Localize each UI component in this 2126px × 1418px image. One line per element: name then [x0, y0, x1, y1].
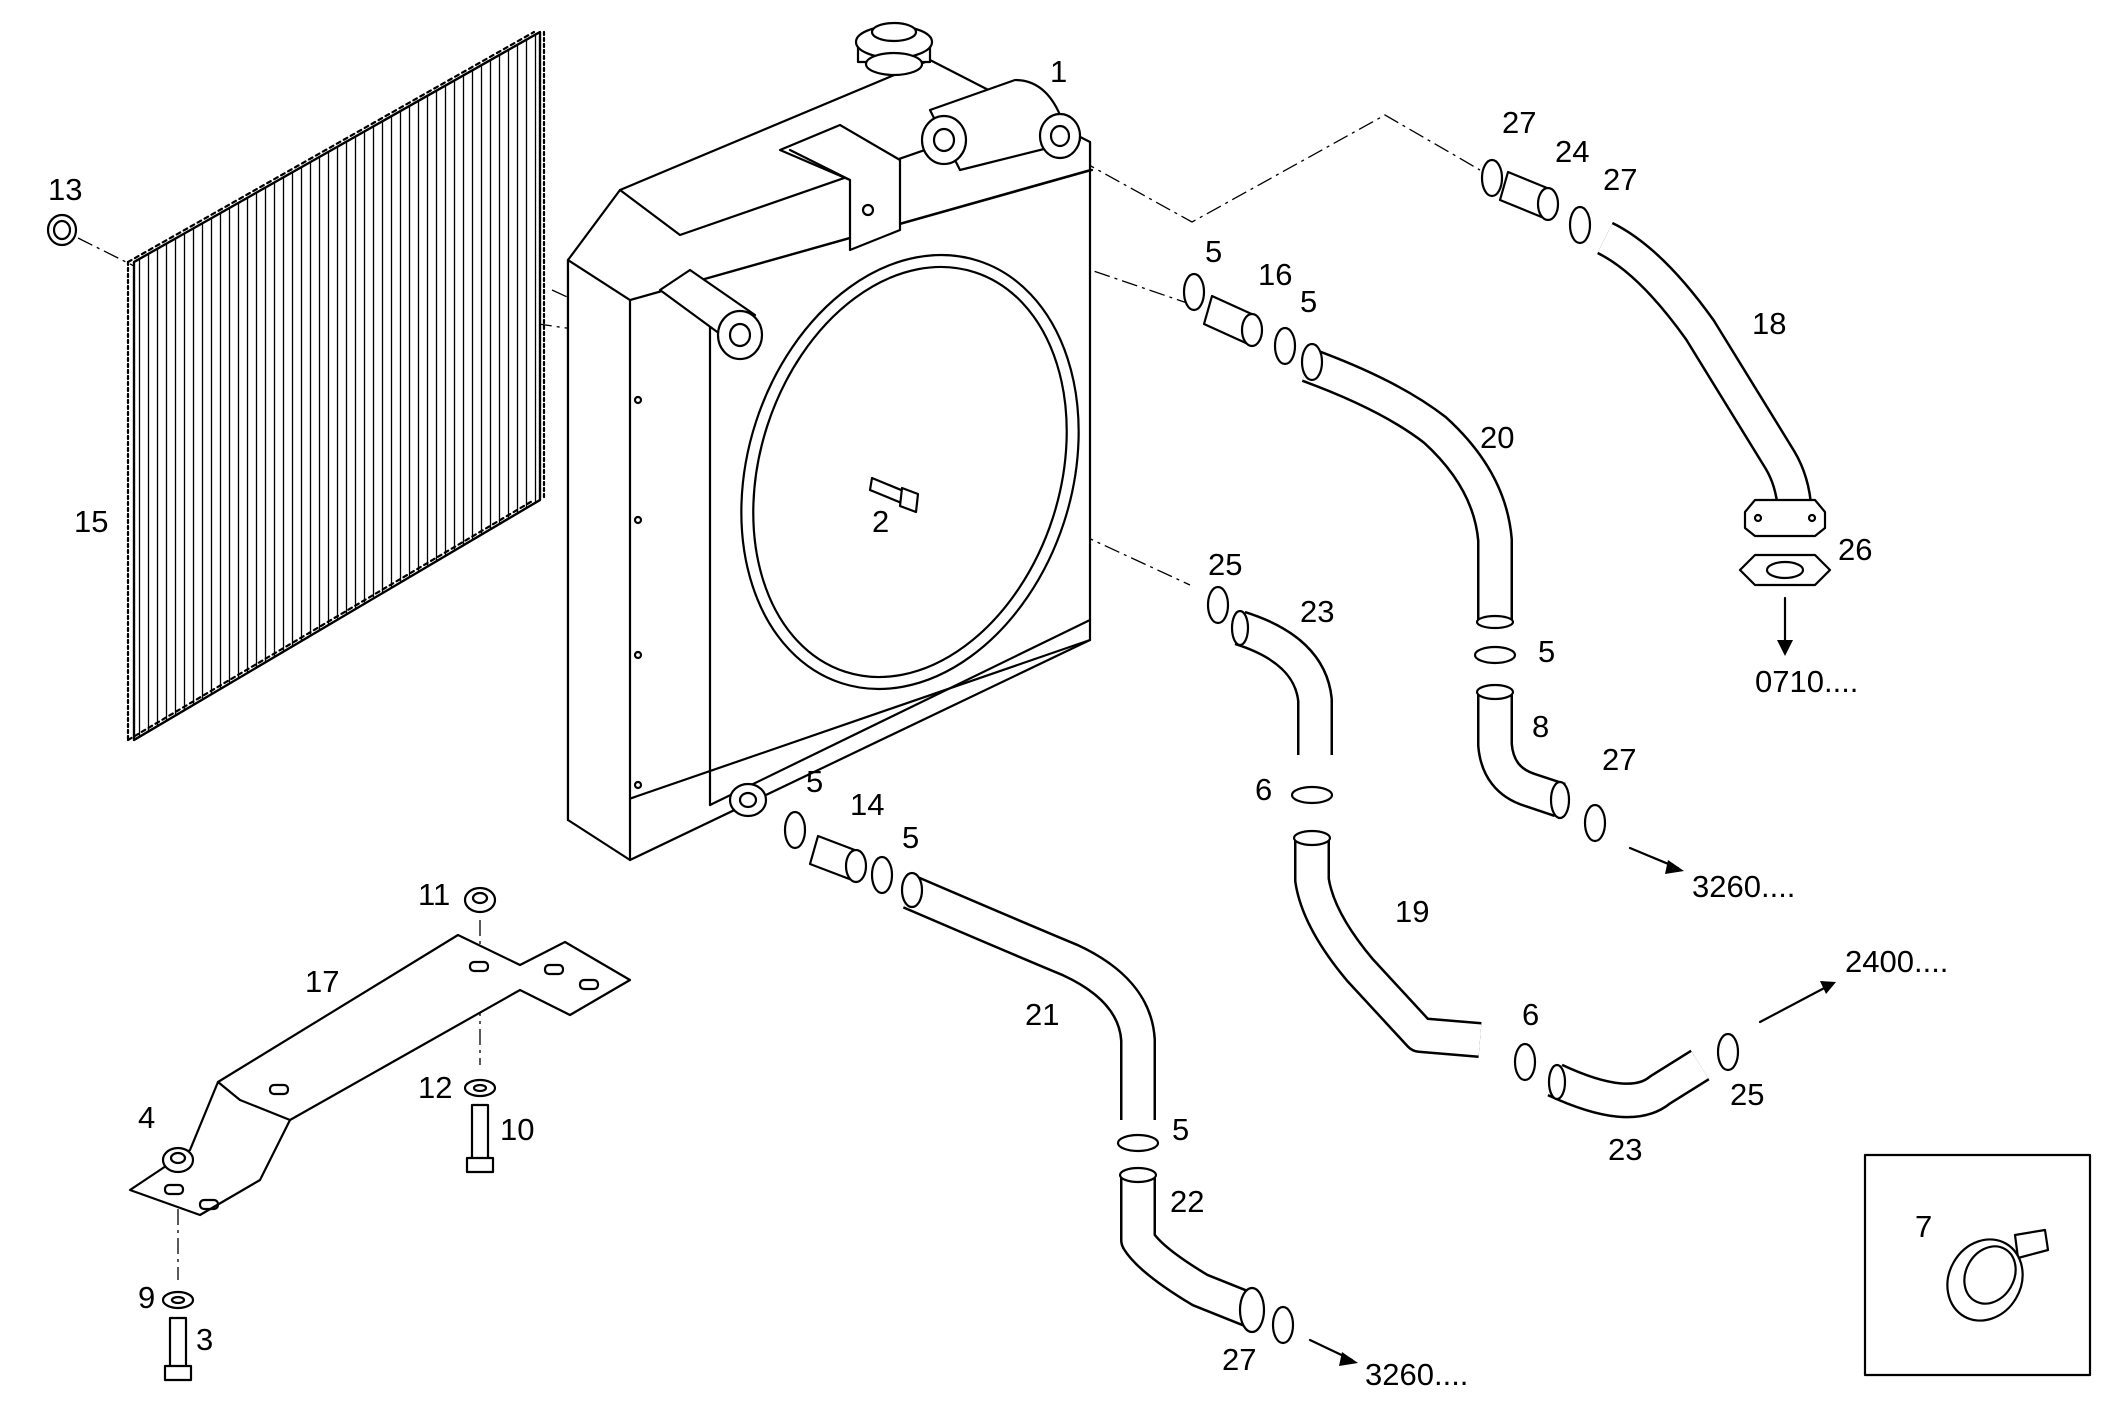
hoses	[900, 221, 1827, 1334]
hose-22	[1118, 1166, 1266, 1334]
nut-13	[46, 213, 78, 247]
ref-0710: 0710....	[1755, 664, 1858, 699]
label-27c: 27	[1602, 742, 1636, 777]
bolt-2	[868, 476, 920, 514]
sleeve-24	[1498, 170, 1560, 222]
radiator-grille	[126, 30, 546, 742]
sleeve-16	[1202, 294, 1264, 348]
label-21: 21	[1025, 997, 1059, 1032]
label-20: 20	[1480, 420, 1514, 455]
hose-8	[1475, 683, 1571, 820]
label-5f: 5	[1172, 1112, 1189, 1147]
label-27d: 27	[1222, 1342, 1256, 1377]
label-23b: 23	[1608, 1132, 1642, 1167]
label-17: 17	[305, 964, 339, 999]
hose-18	[1596, 221, 1827, 538]
sleeves	[808, 170, 1560, 884]
label-13: 13	[48, 172, 82, 207]
hose-20	[1300, 342, 1515, 630]
ref-3260-upper: 3260....	[1692, 869, 1795, 904]
label-25a: 25	[1208, 547, 1242, 582]
hose-19	[1292, 829, 1482, 1058]
label-25b: 25	[1730, 1077, 1764, 1112]
label-19: 19	[1395, 894, 1429, 929]
label-5d: 5	[806, 764, 823, 799]
label-3: 3	[196, 1322, 213, 1357]
label-5c: 5	[1538, 634, 1555, 669]
label-23a: 23	[1300, 594, 1334, 629]
label-5b: 5	[1300, 284, 1317, 319]
sleeve-14	[808, 834, 868, 884]
hose-23-lower	[1547, 1049, 1710, 1119]
hose-21	[900, 871, 1156, 1120]
ref-3260-lower: 3260....	[1365, 1357, 1468, 1392]
label-5a: 5	[1205, 234, 1222, 269]
label-4: 4	[138, 1100, 155, 1135]
reference-arrows	[1308, 596, 1836, 1366]
label-27a: 27	[1502, 105, 1536, 140]
label-26: 26	[1838, 532, 1872, 567]
label-24: 24	[1555, 134, 1589, 169]
label-14: 14	[850, 787, 884, 822]
support-bracket-17	[128, 933, 632, 1217]
label-9: 9	[138, 1280, 155, 1315]
label-1: 1	[1050, 54, 1067, 89]
radiator	[566, 21, 1094, 862]
label-15: 15	[74, 504, 108, 539]
ref-2400: 2400....	[1845, 944, 1948, 979]
label-18: 18	[1752, 306, 1786, 341]
label-5e: 5	[902, 820, 919, 855]
label-12: 12	[418, 1070, 452, 1105]
label-6b: 6	[1522, 997, 1539, 1032]
label-10: 10	[500, 1112, 534, 1147]
label-27b: 27	[1603, 162, 1637, 197]
label-16: 16	[1258, 257, 1292, 292]
label-8: 8	[1532, 709, 1549, 744]
gasket-26	[1738, 553, 1832, 587]
label-7: 7	[1915, 1209, 1932, 1244]
inset-clamp-detail	[1863, 1153, 2092, 1377]
hose-23-upper	[1230, 609, 1333, 755]
part-labels: 1 13 15 2 27 24 27 5 16 5 18 20 26 25 23…	[48, 54, 1948, 1392]
label-11: 11	[418, 877, 450, 912]
label-22: 22	[1170, 1184, 1204, 1219]
hose-clamps	[783, 158, 1740, 1345]
label-2: 2	[872, 504, 889, 539]
fasteners	[161, 886, 497, 1382]
label-6a: 6	[1255, 772, 1272, 807]
